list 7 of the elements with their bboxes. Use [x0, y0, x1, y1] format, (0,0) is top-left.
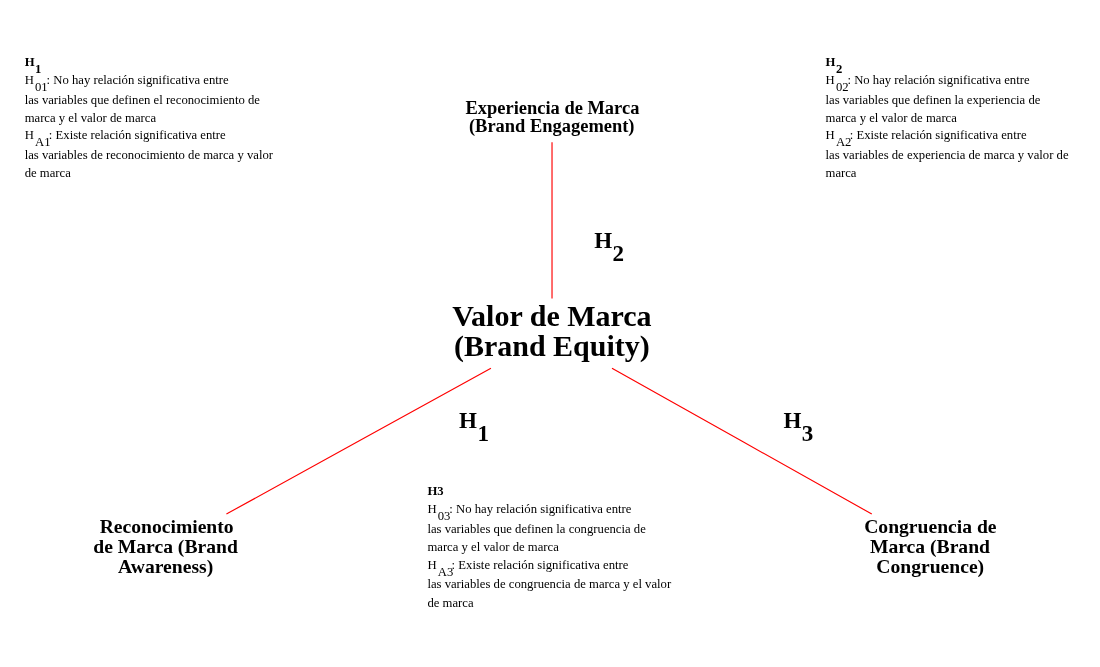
connector	[611, 367, 873, 515]
connector	[225, 367, 492, 515]
node-text: Reconocimiento de Marca (Brand Awareness)	[93, 516, 238, 577]
node-text: Congruencia de Marca (Brand Congruence)	[864, 516, 997, 577]
label: H3	[427, 483, 444, 498]
node-text: Experiencia de Marca (Brand Engagement)	[465, 98, 640, 137]
node-text: Valor de Marca (Brand Equity)	[452, 299, 652, 363]
